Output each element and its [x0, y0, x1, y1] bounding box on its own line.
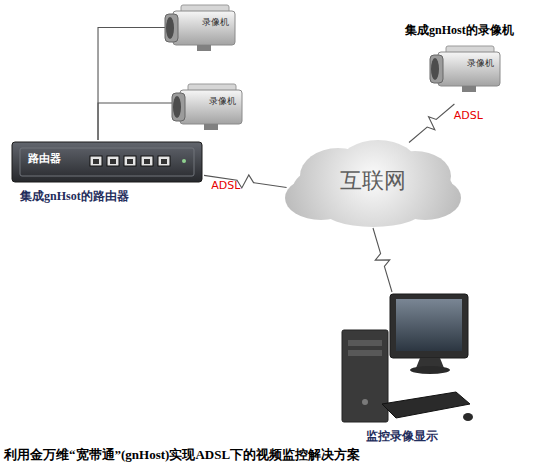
camera-lens — [166, 17, 174, 39]
link-label: ADSL — [454, 109, 483, 122]
router-port-hole — [93, 159, 99, 164]
keyboard — [382, 392, 470, 418]
camera-lens — [173, 96, 181, 118]
monitor-base — [410, 366, 450, 374]
camera-illustration — [430, 46, 500, 92]
router-body — [12, 142, 202, 182]
router-caption: 集成gnHsot的路由器 — [20, 190, 204, 204]
router-node: 路由器集成gnHsot的路由器 — [12, 140, 204, 208]
camera-body — [180, 90, 242, 124]
camera-lens — [431, 58, 439, 80]
internet-cloud: 互联网 — [283, 138, 463, 228]
node-shape — [165, 5, 240, 55]
camera-node: 录像机 — [165, 5, 240, 55]
power-button — [362, 399, 368, 405]
camera-mount — [204, 124, 218, 130]
camera-mount — [462, 86, 476, 92]
computer-caption: 监控录像显示 — [366, 430, 471, 444]
node-shape — [172, 84, 247, 134]
router-panel — [20, 148, 194, 176]
camera-bezel — [165, 14, 178, 42]
camera-illustration — [165, 5, 235, 51]
camera-node: 录像机 — [172, 84, 247, 134]
router-port-hole — [161, 159, 167, 164]
camera-body — [173, 11, 235, 45]
router-port-hole — [110, 159, 116, 164]
router-port-hole — [127, 159, 133, 164]
monitor-screen — [396, 299, 462, 351]
camera-illustration — [172, 84, 242, 130]
router-port — [90, 156, 102, 166]
router-label: 路由器 — [28, 153, 78, 166]
camera-label: 录像机 — [209, 96, 243, 106]
router-port-hole — [144, 159, 150, 164]
cloud-label: 互联网 — [283, 168, 463, 193]
link-label: ADSL — [211, 179, 240, 192]
cable-line — [98, 103, 172, 140]
router-port — [158, 156, 170, 166]
router-port — [141, 156, 153, 166]
cable-line — [98, 28, 165, 141]
computer-node: 监控录像显示 — [338, 292, 473, 446]
camera-bezel — [430, 55, 443, 83]
router-illustration — [12, 142, 202, 182]
camera-mount — [197, 45, 211, 51]
computer-illustration — [342, 294, 473, 422]
figure-caption: 利用金万维“宽带通”(gnHost)实现ADSL下的视频监控解决方案 — [4, 446, 360, 464]
cloud-puff — [321, 189, 425, 227]
router-led — [182, 159, 186, 163]
router-port — [107, 156, 119, 166]
monitor-frame — [390, 294, 468, 358]
adsl-link — [409, 104, 454, 143]
mouse — [463, 413, 473, 421]
camera-label: 录像机 — [202, 17, 236, 27]
camera-body — [438, 52, 500, 86]
drive-bay — [348, 340, 382, 346]
adsl-link — [373, 228, 392, 292]
drive-bay — [348, 350, 382, 356]
camera-label: 录像机 — [467, 58, 501, 68]
camera-node: 集成gnHost的录像机录像机 — [405, 24, 535, 104]
camera-bezel — [172, 93, 185, 121]
camera-caption: 集成gnHost的录像机 — [405, 24, 535, 38]
computer-tower — [342, 330, 388, 422]
node-shape — [338, 292, 473, 446]
router-port — [124, 156, 136, 166]
